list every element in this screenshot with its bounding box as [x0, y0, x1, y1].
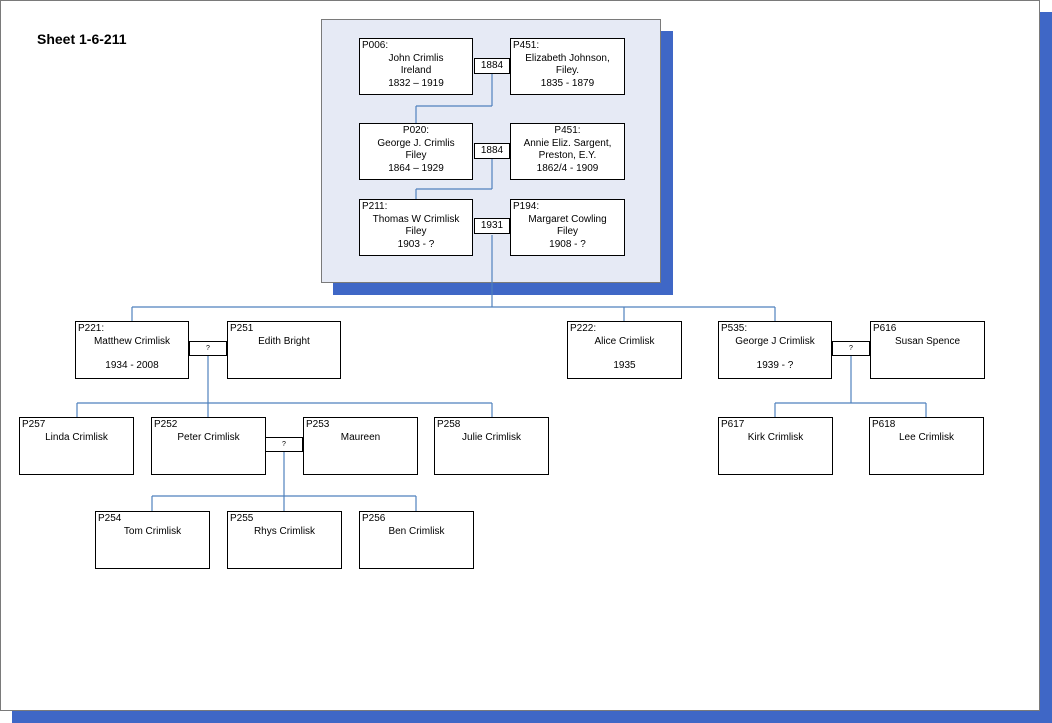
person-place: Filey [405, 150, 427, 161]
person-box-p255[interactable]: P255 Rhys Crimlisk [227, 511, 342, 569]
person-id: P006: [362, 40, 389, 51]
person-box-p535[interactable]: P535: George J Crimlisk 1939 - ? [718, 321, 832, 379]
person-name: Elizabeth Johnson, [525, 52, 610, 64]
person-id: P617 [721, 419, 745, 430]
person-name: Edith Bright [258, 335, 310, 347]
person-dates: 1934 - 2008 [105, 360, 159, 371]
person-name: Lee Crimlisk [898, 431, 954, 443]
person-id: P256 [362, 513, 386, 524]
person-name: Annie Eliz. Sargent, [523, 137, 612, 149]
sheet-title: Sheet 1-6-211 [37, 31, 127, 47]
person-box-p194[interactable]: P194: Margaret Cowling Filey 1908 - ? [510, 199, 625, 256]
person-id: P535: [721, 323, 748, 334]
marriage-year-box: ? [265, 437, 303, 452]
person-dates: 1935 [613, 360, 636, 371]
person-box-p451[interactable]: P451: Elizabeth Johnson, Filey. 1835 - 1… [510, 38, 625, 95]
person-place: Filey. [555, 65, 580, 76]
person-name: John Crimlis [388, 52, 444, 64]
person-box-p253[interactable]: P253 Maureen [303, 417, 418, 475]
person-box-p616[interactable]: P616 Susan Spence [870, 321, 985, 379]
person-name: Matthew Crimlisk [93, 335, 171, 347]
person-name: Linda Crimlisk [45, 431, 108, 443]
person-name: George J Crimlisk [735, 335, 815, 347]
person-name: Rhys Crimlisk [253, 525, 316, 537]
person-box-p251[interactable]: P251 Edith Bright [227, 321, 341, 379]
person-id: P251 [230, 323, 254, 334]
person-box-p257[interactable]: P257 Linda Crimlisk [19, 417, 134, 475]
person-id: P211: [362, 201, 388, 212]
person-box-p006[interactable]: P006: John Crimlis Ireland 1832 – 1919 [359, 38, 473, 95]
person-box-p020[interactable]: P020: George J. Crimlis Filey 1864 – 192… [359, 123, 473, 180]
person-name: Alice Crimlisk [594, 335, 655, 347]
person-place: Preston, E.Y. [538, 150, 597, 161]
person-box-p222[interactable]: P222: Alice Crimlisk 1935 [567, 321, 682, 379]
person-box-p252[interactable]: P252 Peter Crimlisk [151, 417, 266, 475]
person-dates: 1908 - ? [549, 238, 586, 250]
person-id: P252 [154, 419, 178, 430]
person-box-p451-annie[interactable]: P451: Annie Eliz. Sargent, Preston, E.Y.… [510, 123, 625, 180]
person-box-p254[interactable]: P254 Tom Crimlisk [95, 511, 210, 569]
person-dates: 1864 – 1929 [388, 162, 444, 174]
person-name: Ben Crimlisk [388, 525, 445, 537]
marriage-year-box: ? [832, 341, 870, 356]
person-id: P616 [873, 323, 897, 334]
person-dates: 1903 - ? [397, 238, 435, 250]
person-box-p258[interactable]: P258 Julie Crimlisk [434, 417, 549, 475]
person-id: P221: [78, 323, 105, 334]
marriage-year-box: 1884 [474, 143, 510, 159]
person-box-p618[interactable]: P618 Lee Crimlisk [869, 417, 984, 475]
person-box-p617[interactable]: P617 Kirk Crimlisk [718, 417, 833, 475]
person-box-p211[interactable]: P211: Thomas W Crimlisk Filey 1903 - ? [359, 199, 473, 256]
person-id: P257 [22, 419, 46, 430]
person-name: George J. Crimlis [377, 137, 455, 149]
person-name: Margaret Cowling [528, 213, 607, 225]
person-box-p221[interactable]: P221: Matthew Crimlisk 1934 - 2008 [75, 321, 189, 379]
marriage-year-box: 1931 [474, 218, 510, 234]
person-dates: 1939 - ? [756, 360, 794, 371]
person-name: Susan Spence [894, 335, 961, 347]
person-id: P618 [872, 419, 896, 430]
person-id: P451: [513, 40, 540, 51]
marriage-year-box: 1884 [474, 58, 510, 74]
person-id: P451: [554, 125, 581, 136]
person-id: P255 [230, 513, 254, 524]
person-name: Julie Crimlisk [462, 431, 521, 443]
person-place: Filey [556, 226, 579, 237]
person-name: Tom Crimlisk [123, 525, 182, 537]
person-name: Maureen [340, 431, 381, 443]
person-id: P222: [570, 323, 597, 334]
person-id: P020: [402, 125, 430, 136]
person-id: P254 [98, 513, 122, 524]
person-name: Peter Crimlisk [177, 431, 240, 443]
person-id: P253 [306, 419, 330, 430]
person-dates: 1832 – 1919 [388, 77, 444, 89]
person-box-p256[interactable]: P256 Ben Crimlisk [359, 511, 474, 569]
person-name: Thomas W Crimlisk [372, 213, 460, 225]
person-id: P194: [513, 201, 540, 212]
person-id: P258 [437, 419, 461, 430]
person-place: Filey [405, 226, 427, 237]
person-dates: 1862/4 - 1909 [536, 162, 599, 174]
person-name: Kirk Crimlisk [747, 431, 804, 443]
person-dates: 1835 - 1879 [540, 77, 595, 89]
person-place: Ireland [400, 65, 432, 76]
marriage-year-box: ? [189, 341, 227, 356]
